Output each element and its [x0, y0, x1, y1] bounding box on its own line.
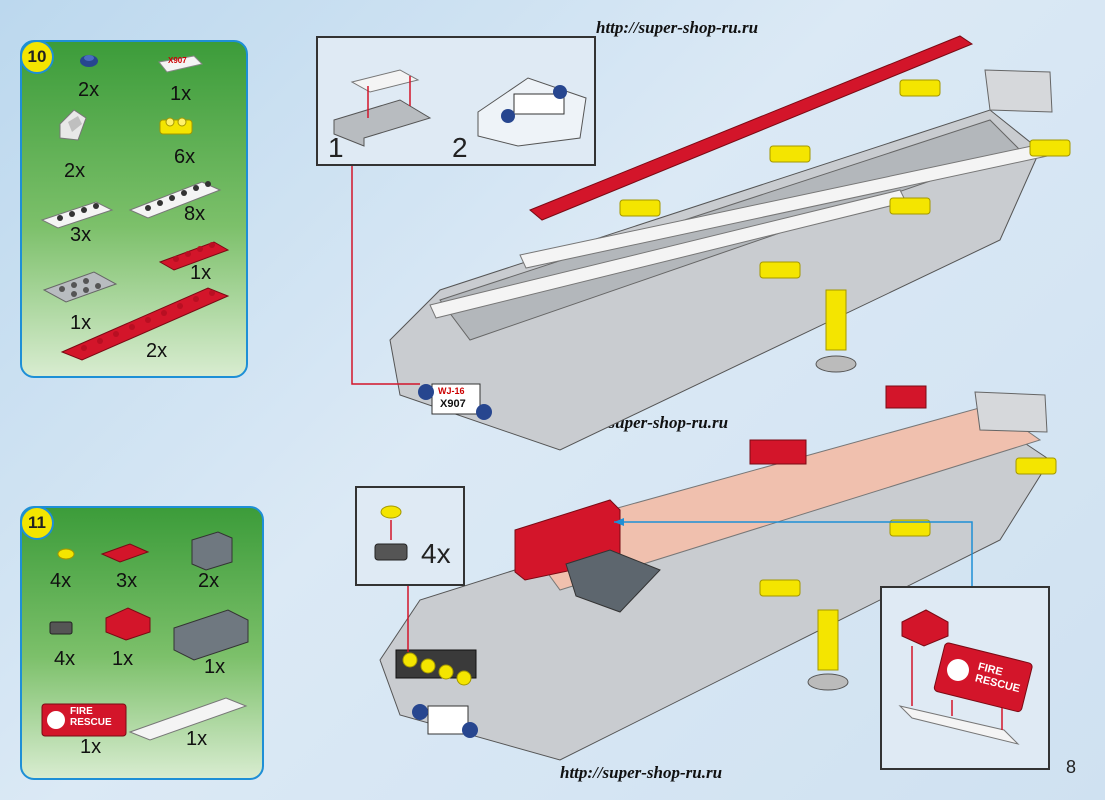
inset-fire-rescue-art — [898, 609, 1033, 745]
qty-red-grille: 3x — [116, 570, 138, 592]
qty-yellow-round: 4x — [50, 570, 72, 592]
inset-fire-rescue-subassembly: FIRE RESCUE — [880, 586, 1050, 770]
fire-line1: FIRE — [70, 706, 93, 717]
inset-clip-art — [374, 505, 408, 561]
qty-white-1x4: 3x — [70, 224, 92, 246]
qty-white-1x6: 8x — [184, 203, 206, 225]
qty-white-1x6-b: 1x — [186, 728, 208, 750]
step-11-parts-art — [41, 531, 249, 741]
inset-substeps-1-2: 1 2 — [316, 36, 596, 166]
qty-round-blue: 2x — [78, 79, 100, 101]
qty-slope-white: 2x — [64, 160, 86, 182]
qty-dark-clip: 4x — [54, 648, 76, 670]
inset-label-2: 2 — [452, 132, 468, 163]
truck-plate-bottom-text: X907 — [440, 398, 466, 410]
qty-dark-1x3: 1x — [204, 656, 226, 678]
plate-label-text: X907 — [168, 56, 187, 65]
inset-label-1: 1 — [328, 132, 344, 163]
qty-red-1x10: 2x — [146, 340, 168, 362]
qty-red-1x4: 1x — [190, 262, 212, 284]
fire-rescue-text: FIRE RESCUE — [70, 706, 112, 728]
page-number: 8 — [1066, 757, 1077, 777]
step-10-parts-panel: 10 X907 2x 1x 2x 6x 8x 3x 1x 1x 2x — [20, 40, 248, 378]
qty-dark-brick: 2x — [198, 570, 220, 592]
truck-plate-top-text: WJ-16 — [438, 386, 465, 396]
fire-line2: RESCUE — [70, 717, 112, 728]
qty-yellow-clip: 6x — [174, 146, 196, 168]
qty-fire-brick: 1x — [80, 736, 102, 758]
inset-clip-subassembly: 4x — [355, 486, 465, 586]
url-bottom[interactable]: http://super-shop-ru.ru — [560, 763, 723, 782]
qty-gray-2x4: 1x — [70, 312, 92, 334]
step-10-number: 10 — [22, 42, 54, 74]
inset-substeps-art — [333, 69, 587, 147]
qty-red-slope: 1x — [112, 648, 134, 670]
url-middle[interactable]: http://super-shop-ru.ru — [566, 413, 729, 432]
step-10-parts-art — [40, 55, 230, 361]
qty-plate-label: 1x — [170, 83, 192, 105]
url-top[interactable]: http://super-shop-ru.ru — [596, 18, 759, 37]
inset-qty: 4x — [421, 538, 451, 569]
step-11-number: 11 — [22, 508, 54, 540]
step-11-parts-panel: 11 FIRE RESCUE 4x 3x 2x 4x 1x 1x 1x 1x — [20, 506, 264, 780]
